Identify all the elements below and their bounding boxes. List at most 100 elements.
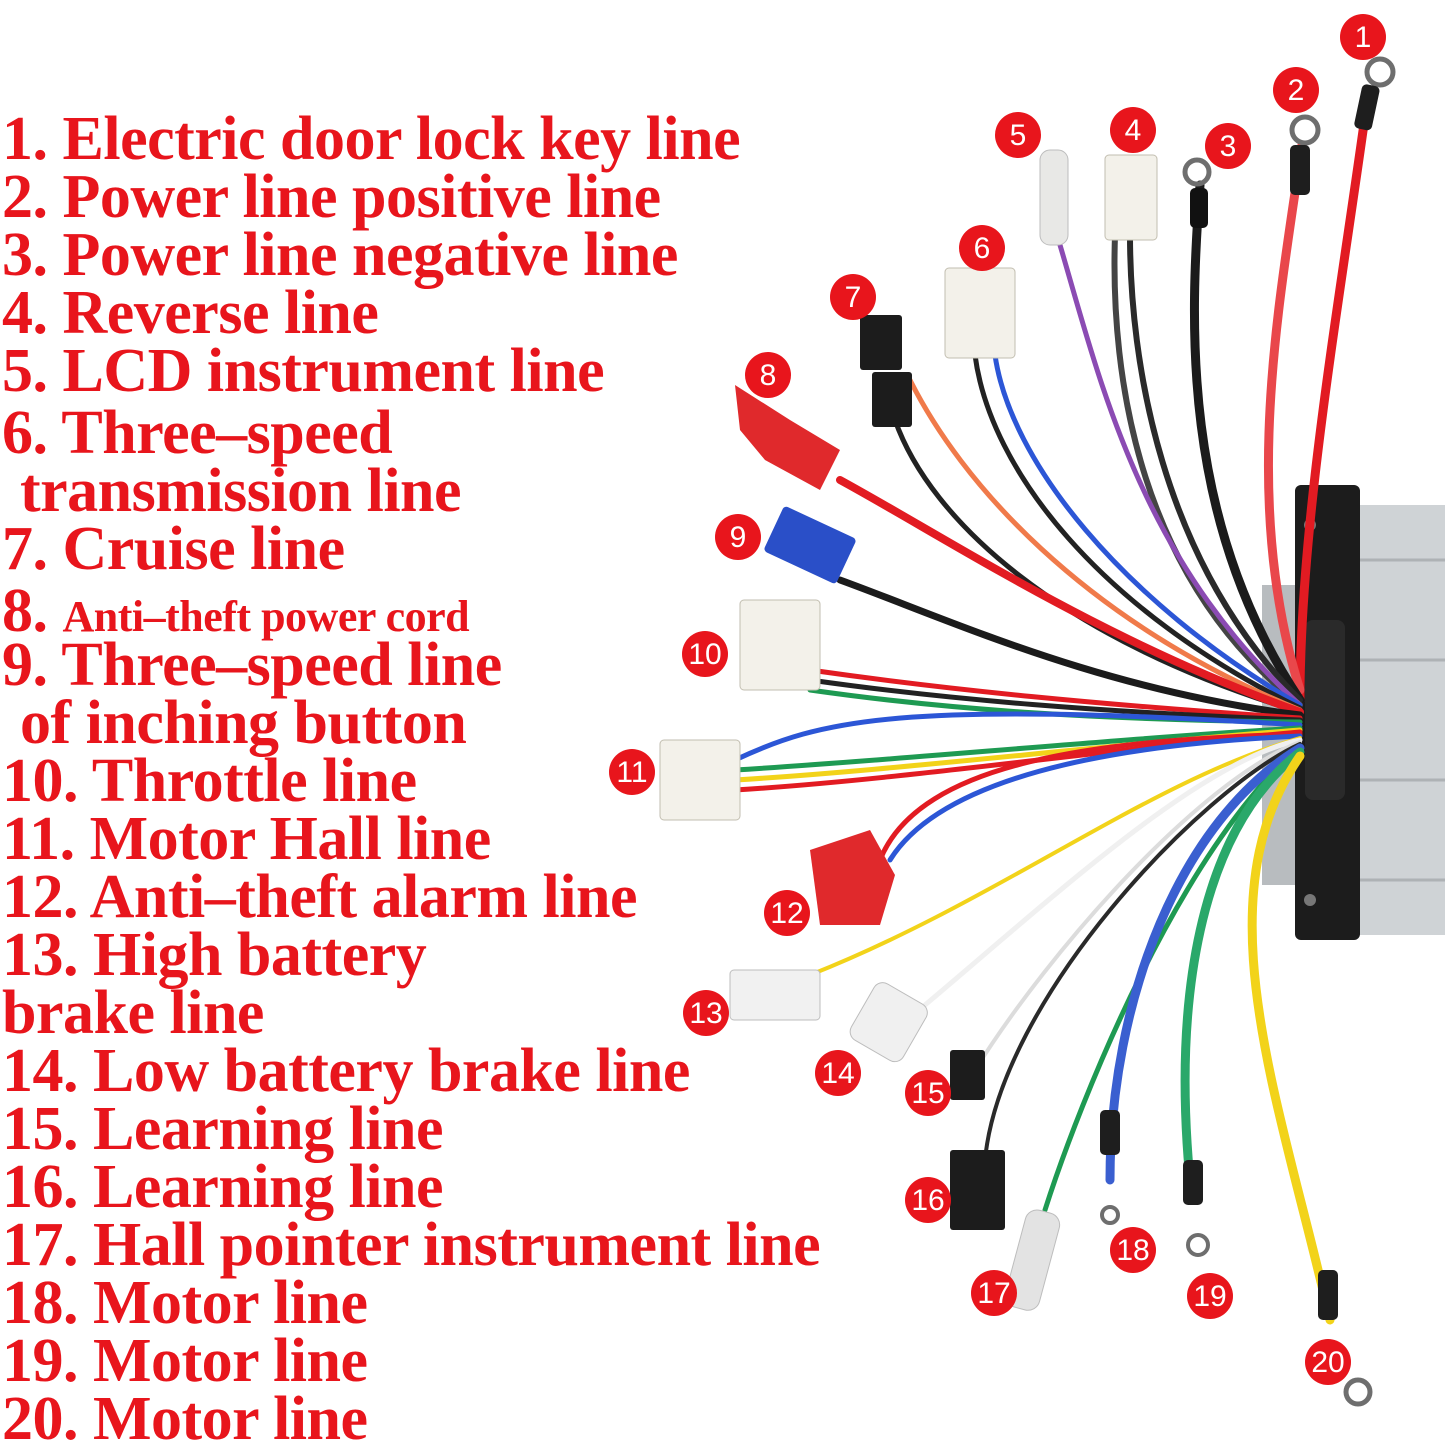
legend-text: transmission line	[20, 457, 462, 525]
wire-18	[1105, 743, 1305, 1185]
legend-number: 2.	[2, 163, 48, 231]
wire-20	[1247, 751, 1335, 1325]
wire-8	[836, 476, 1304, 716]
ring-terminals	[1100, 56, 1396, 1407]
wire-17	[1042, 743, 1303, 1213]
legend-number: 10.	[2, 747, 79, 815]
badge-label: 7	[845, 281, 862, 314]
connector-15	[950, 1050, 985, 1100]
legend-line-5: 5. LCD instrument line	[2, 340, 605, 402]
badge-2: 2	[1273, 67, 1319, 113]
wire-2	[1263, 140, 1307, 695]
legend-text: brake line	[2, 979, 264, 1047]
connector-4	[1104, 154, 1158, 241]
legend-number: 7.	[2, 515, 48, 583]
legend-text: Electric door lock key line	[62, 105, 741, 173]
badge-8: 8	[745, 352, 791, 398]
badge-label: 2	[1288, 74, 1305, 107]
badge-1: 1	[1340, 14, 1386, 60]
legend-text: High battery	[93, 921, 427, 989]
wire-11a	[732, 711, 1303, 763]
badge-label: 17	[977, 1277, 1010, 1310]
connector-13	[729, 969, 821, 1021]
connector-12	[810, 830, 895, 925]
legend-number: 9.	[2, 631, 48, 699]
legend-line-10: 9. Three–speed line	[2, 634, 502, 696]
connector-11	[659, 739, 741, 821]
badge-label: 11	[616, 756, 647, 789]
badge-14: 14	[815, 1050, 861, 1096]
badge-13: 13	[683, 990, 729, 1036]
controller-housing	[1262, 485, 1445, 940]
legend-number: 4.	[2, 279, 48, 347]
legend-line-1: 1. Electric door lock key line	[2, 108, 741, 170]
legend-number: 20.	[2, 1385, 79, 1453]
wire-5	[1057, 242, 1303, 708]
connector-5	[1039, 149, 1069, 246]
legend-text: Motor line	[93, 1269, 368, 1337]
wire-10b	[807, 677, 1303, 723]
legend-number: 1.	[2, 105, 48, 173]
badge-10: 10	[682, 631, 728, 677]
badge-label: 15	[911, 1077, 944, 1110]
badge-11: 11	[609, 749, 655, 795]
badge-label: 18	[1116, 1234, 1149, 1267]
legend-number: 6.	[2, 399, 48, 467]
legend-number: 12.	[2, 863, 79, 931]
wire-1	[1295, 90, 1373, 705]
connector-9	[764, 506, 856, 584]
legend-number: 19.	[2, 1327, 79, 1395]
legend-line-16: brake line	[2, 982, 264, 1044]
legend-text: Motor Hall line	[89, 805, 492, 873]
badge-label: 16	[911, 1184, 944, 1217]
wire-7b	[892, 417, 1303, 715]
badge-12: 12	[764, 890, 810, 936]
badge-16: 16	[905, 1177, 951, 1223]
badge-label: 3	[1220, 130, 1237, 163]
badge-label: 8	[760, 359, 777, 392]
legend-line-19: 16. Learning line	[2, 1156, 444, 1218]
legend-text: Hall pointer instrument line	[93, 1211, 821, 1279]
legend-text: Anti–theft power cord	[62, 592, 470, 641]
wire-13	[808, 736, 1302, 977]
badge-label: 5	[1010, 119, 1027, 152]
legend-text: Reverse line	[62, 279, 379, 347]
legend-line-2: 2. Power line positive line	[2, 166, 661, 228]
badge-3: 3	[1205, 123, 1251, 169]
wire-19	[1180, 747, 1305, 1205]
badge-19: 19	[1187, 1273, 1233, 1319]
wire-4a	[1127, 232, 1303, 703]
legend-line-23: 20. Motor line	[2, 1388, 368, 1450]
badge-9: 9	[715, 514, 761, 560]
legend-line-13: 11. Motor Hall line	[2, 808, 491, 870]
legend-text: Learning line	[93, 1095, 444, 1163]
connector-17	[1004, 1209, 1061, 1311]
badge-20: 20	[1305, 1339, 1351, 1385]
wire-15	[973, 740, 1302, 1072]
legend-text: Throttle line	[91, 747, 417, 815]
badge-label: 1	[1355, 21, 1372, 54]
legend-line-22: 19. Motor line	[2, 1330, 368, 1392]
connector-14	[849, 982, 928, 1063]
badge-label: 19	[1193, 1280, 1226, 1313]
badge-6: 6	[959, 225, 1005, 271]
wire-6b	[972, 352, 1303, 711]
legend-number: 13.	[2, 921, 79, 989]
legend-text: Three–speed	[61, 399, 393, 467]
badge-label: 13	[689, 997, 722, 1030]
legend-text: LCD instrument line	[62, 337, 605, 405]
wire-9	[836, 576, 1304, 719]
badge-15: 15	[905, 1070, 951, 1116]
legend-text: Low battery brake line	[93, 1037, 690, 1105]
badge-7: 7	[830, 274, 876, 320]
badge-5: 5	[995, 112, 1041, 158]
legend-line-9: 8. Anti–theft power cord	[2, 580, 470, 646]
badge-label: 20	[1311, 1346, 1344, 1379]
legend-text: Motor line	[93, 1385, 368, 1453]
connector-10	[739, 599, 821, 691]
wire-12b	[887, 733, 1303, 863]
connector-7a	[860, 315, 902, 370]
legend-number: 11.	[2, 805, 75, 873]
